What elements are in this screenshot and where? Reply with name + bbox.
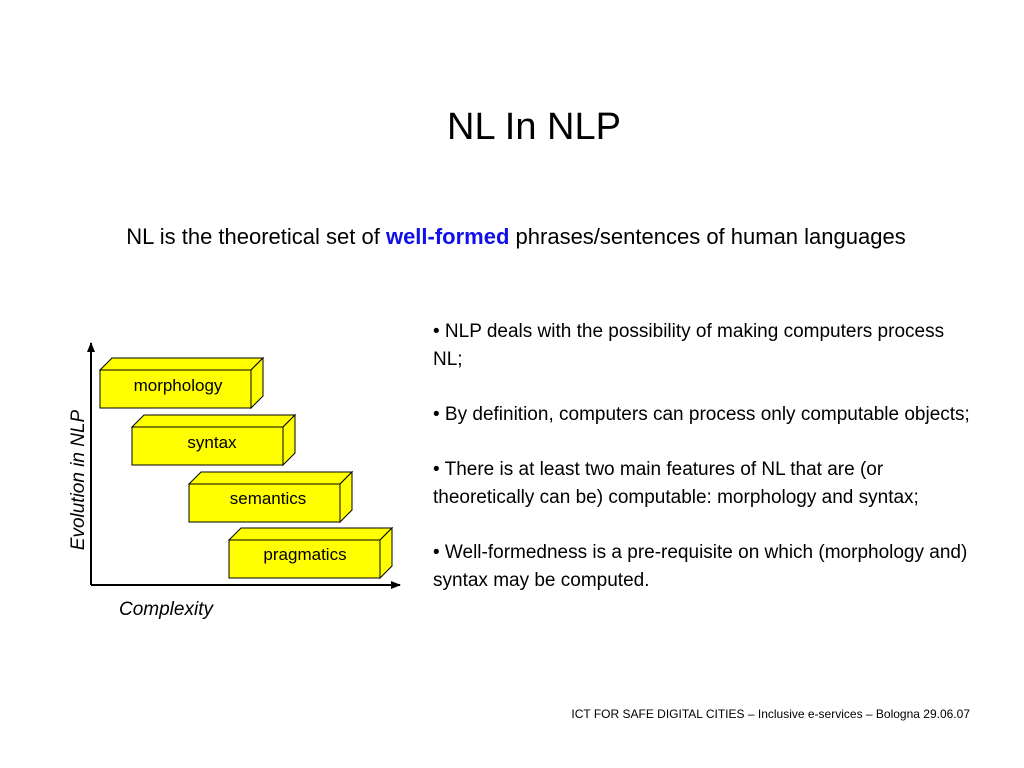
slide-footer: ICT FOR SAFE DIGITAL CITIES – Inclusive … bbox=[571, 707, 970, 721]
box-syntax-front bbox=[131, 426, 284, 466]
box-pragmatics: pragmatics bbox=[227, 526, 394, 580]
box-pragmatics-front bbox=[228, 539, 381, 579]
box-morphology-top bbox=[98, 357, 265, 371]
box-syntax-top bbox=[130, 414, 297, 428]
x-axis-label: Complexity bbox=[119, 599, 214, 620]
bullet-item: • NLP deals with the possibility of maki… bbox=[433, 321, 945, 370]
bullet-item: • Well-formedness is a pre-requisite on … bbox=[433, 542, 968, 591]
subtitle-text-after: phrases/sentences of human languages bbox=[509, 224, 906, 249]
box-pragmatics-label: pragmatics bbox=[263, 545, 346, 564]
bullet-list: • NLP deals with the possibility of maki… bbox=[433, 318, 973, 622]
subtitle-emphasis: well-formed bbox=[385, 224, 510, 249]
box-morphology-label: morphology bbox=[134, 376, 223, 395]
slide-title: NL In NLP bbox=[447, 106, 621, 148]
box-semantics-front bbox=[188, 483, 341, 523]
bullet-item: • There is at least two main features of… bbox=[433, 459, 919, 508]
subtitle-text-before: NL is the theoretical set of bbox=[126, 224, 386, 249]
box-pragmatics-top bbox=[227, 527, 394, 541]
box-semantics-label: semantics bbox=[230, 489, 307, 508]
box-syntax: syntax bbox=[130, 413, 297, 467]
box-syntax-label: syntax bbox=[187, 433, 237, 452]
slide-subtitle: NL is the theoretical set of well-formed… bbox=[0, 221, 1024, 253]
y-axis-label: Evolution in NLP bbox=[68, 409, 89, 550]
box-semantics: semantics bbox=[187, 470, 354, 524]
box-morphology-front bbox=[99, 369, 252, 409]
bullet-item: • By definition, computers can process o… bbox=[433, 404, 970, 425]
box-morphology: morphology bbox=[98, 356, 265, 410]
box-semantics-top bbox=[187, 471, 354, 485]
